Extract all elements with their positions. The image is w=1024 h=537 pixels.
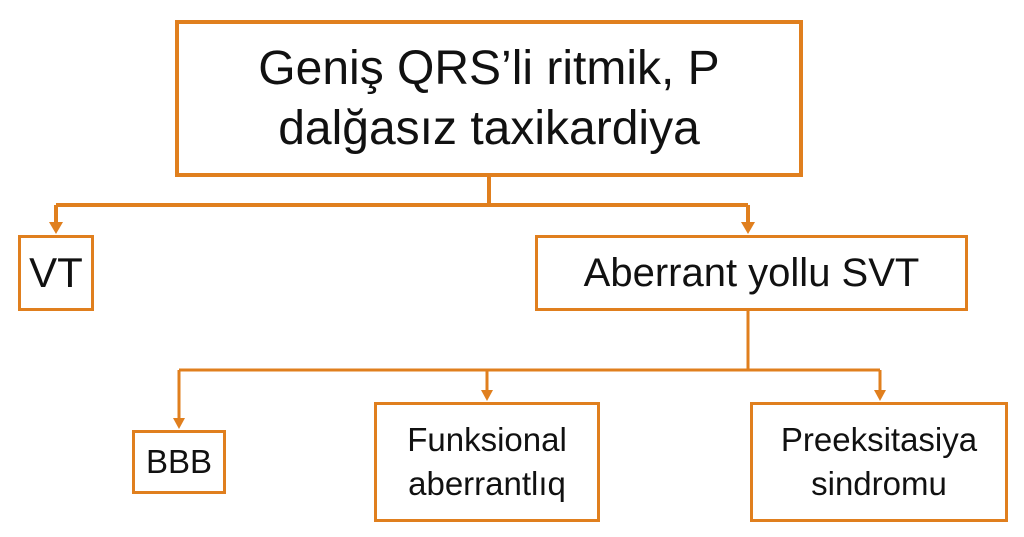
node-aberrant-svt: Aberrant yollu SVT xyxy=(535,235,968,311)
arrowhead-preeksitasiya xyxy=(874,390,886,401)
arrowhead-vt xyxy=(49,222,63,234)
arrowhead-svt xyxy=(741,222,755,234)
node-funksional-aberrantliq: Funksional aberrantlıq xyxy=(374,402,600,522)
node-preeksitasiya-sindromu: Preeksitasiya sindromu xyxy=(750,402,1008,522)
node-vt: VT xyxy=(18,235,94,311)
arrowhead-bbb xyxy=(173,418,185,429)
arrowhead-funksional xyxy=(481,390,493,401)
node-bbb: BBB xyxy=(132,430,226,494)
node-root: Geniş QRS’li ritmik, P dalğasız taxikard… xyxy=(175,20,803,177)
